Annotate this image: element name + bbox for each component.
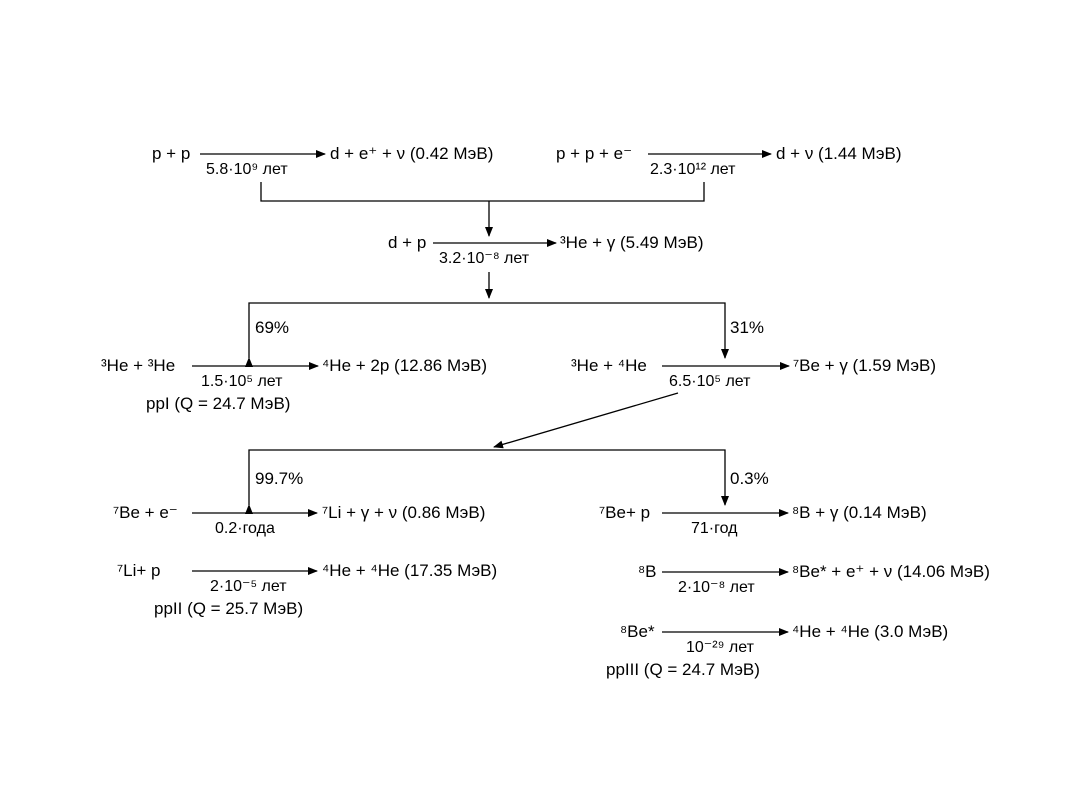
chain-ppI-label: ppI (Q = 24.7 МэВ): [146, 394, 291, 413]
reaction-pep-rhs: d + ν (1.44 МэВ): [776, 144, 902, 163]
connector-split-be7: [245, 449, 729, 514]
reaction-be8-rhs: ⁴He + ⁴He (3.0 МэВ): [792, 622, 949, 641]
reaction-be7e-time: 0.2·года: [215, 520, 275, 537]
chain-ppII-label: ppII (Q = 25.7 МэВ): [154, 599, 304, 618]
branch-label-31: 31%: [730, 318, 765, 337]
reaction-be8-lhs: ⁸Be*: [620, 622, 655, 641]
reaction-li7p-rhs: ⁴He + ⁴He (17.35 МэВ): [322, 561, 498, 580]
reaction-be8-time: 10⁻²⁹ лет: [686, 639, 754, 656]
reaction-be7e-rhs: ⁷Li + γ + ν (0.86 МэВ): [322, 503, 486, 522]
reaction-b8-lhs: ⁸B: [638, 562, 657, 581]
reaction-dp-rhs: ³He + γ (5.49 МэВ): [560, 233, 704, 252]
reaction-pp-lhs: p + p: [152, 144, 191, 163]
reaction-he3he3-rhs: ⁴He + 2p (12.86 МэВ): [322, 356, 487, 375]
branch-label-0-3: 0.3%: [730, 469, 769, 488]
reaction-be7p-rhs: ⁸B + γ (0.14 МэВ): [792, 503, 927, 522]
reaction-pp-rhs: d + e⁺ + ν (0.42 МэВ): [330, 144, 494, 163]
connector-pp-pep-merge: [260, 182, 705, 202]
reaction-be7p-lhs: ⁷Be+ p: [599, 503, 651, 522]
reaction-he3he4-lhs: ³He + ⁴He: [571, 356, 647, 375]
reaction-b8-rhs: ⁸Be* + e⁺ + ν (14.06 МэВ): [792, 562, 990, 581]
chain-ppIII-label: ppIII (Q = 24.7 МэВ): [606, 660, 760, 679]
reaction-he3he3-time: 1.5·10⁵ лет: [201, 373, 283, 390]
reaction-li7p-lhs: ⁷Li+ p: [117, 561, 161, 580]
reaction-he3he3-lhs: ³He + ³He: [101, 356, 176, 375]
reaction-b8-time: 2·10⁻⁸ лет: [678, 579, 755, 596]
reaction-li7p-time: 2·10⁻⁵ лет: [210, 578, 287, 595]
reaction-pep-lhs: p + p + e⁻: [556, 144, 633, 163]
connector-diagonal-be7: [493, 392, 679, 449]
reaction-pp-time: 5.8·10⁹ лет: [206, 161, 288, 178]
reaction-dp-lhs: d + p: [388, 233, 427, 252]
reaction-pep-time: 2.3·10¹² лет: [650, 161, 736, 178]
connector-split-he3: [245, 302, 729, 367]
reaction-he3he4-rhs: ⁷Be + γ (1.59 МэВ): [793, 356, 937, 375]
reaction-he3he4-time: 6.5·10⁵ лет: [669, 373, 751, 390]
branch-label-99-7: 99.7%: [255, 469, 304, 488]
reaction-be7e-lhs: ⁷Be + e⁻: [113, 503, 178, 522]
branch-label-69: 69%: [255, 318, 290, 337]
reaction-be7p-time: 71·год: [691, 520, 738, 537]
reaction-dp-time: 3.2·10⁻⁸ лет: [439, 250, 530, 267]
